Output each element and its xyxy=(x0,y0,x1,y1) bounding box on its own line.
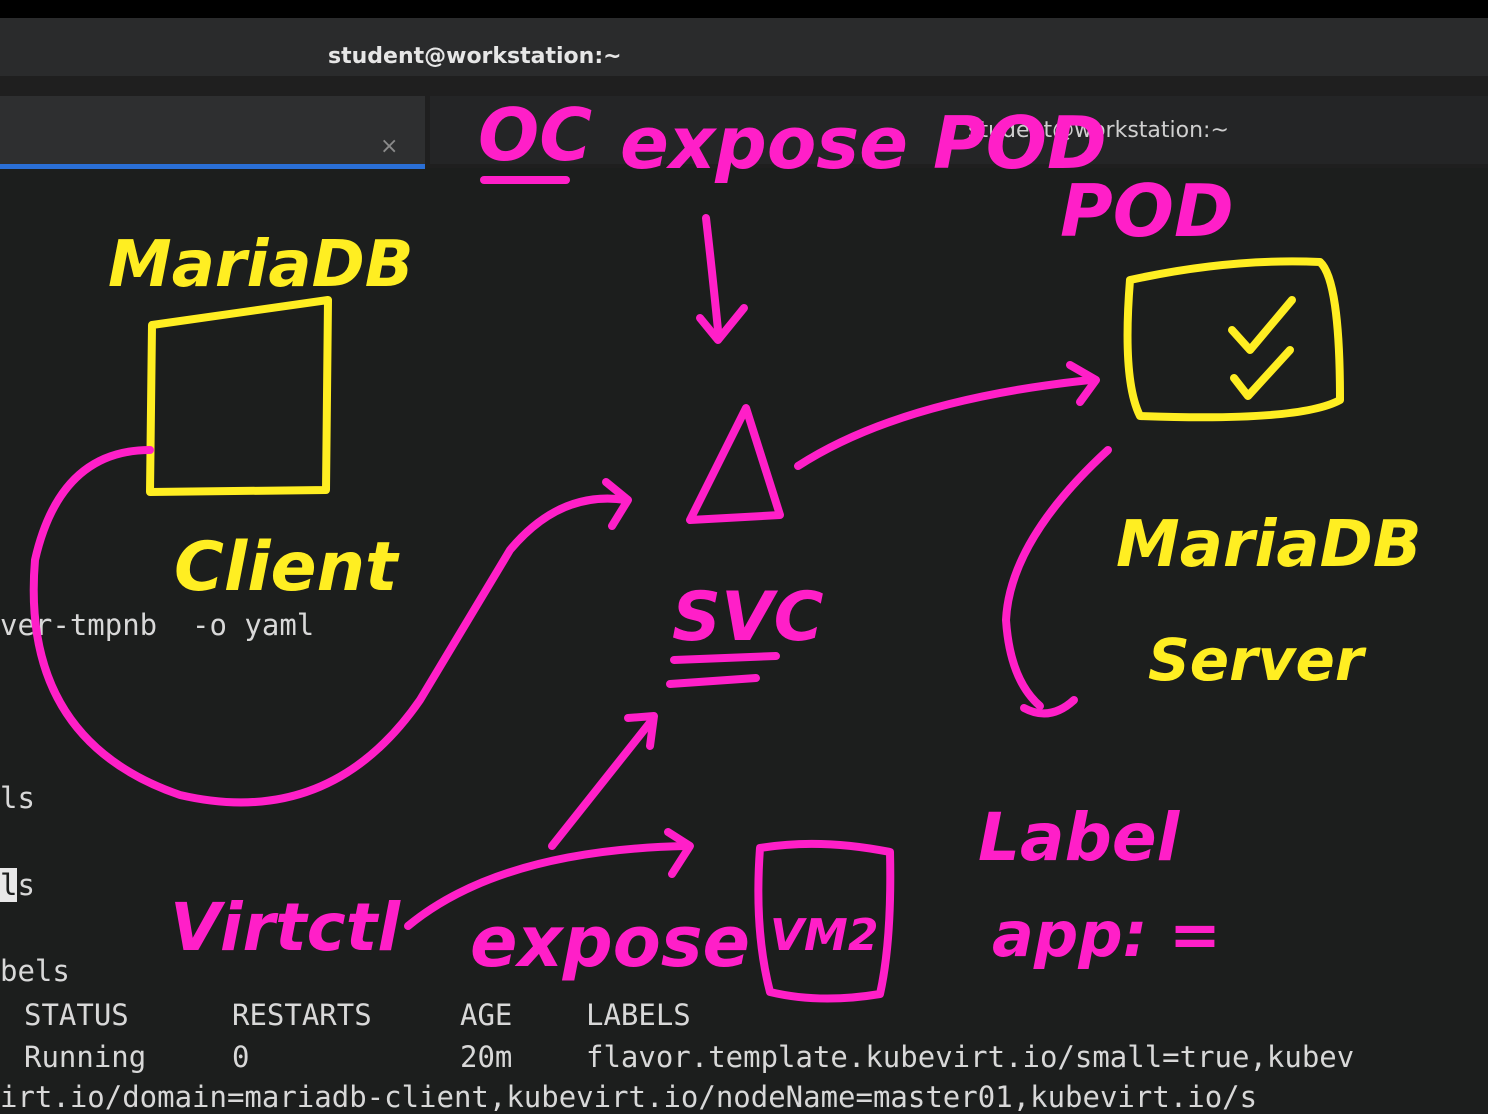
cell-labels: flavor.template.kubevirt.io/small=true,k… xyxy=(586,1040,1355,1074)
tab-title: student@workstation:~ xyxy=(968,118,1229,143)
top-black-bar xyxy=(0,0,1488,18)
cell-age: 20m xyxy=(460,1040,513,1074)
header-status: STATUS xyxy=(24,998,129,1032)
terminal-cursor: l xyxy=(0,868,18,902)
terminal-line-ls-cursor: ls xyxy=(0,868,35,902)
header-restarts: RESTARTS xyxy=(232,998,372,1032)
terminal-output[interactable]: ver-tmpnb -o yaml ls ls bels STATUS REST… xyxy=(0,168,1488,1114)
cell-restarts: 0 xyxy=(232,1040,250,1074)
terminal-text: s xyxy=(17,868,35,902)
tab-bar: × student@workstation:~ xyxy=(0,76,1488,169)
header-age: AGE xyxy=(460,998,513,1032)
close-icon[interactable]: × xyxy=(380,134,399,159)
terminal-line-command: ver-tmpnb -o yaml xyxy=(0,608,315,642)
cell-status: Running xyxy=(24,1040,147,1074)
header-labels: LABELS xyxy=(586,998,691,1032)
tab-active[interactable]: × xyxy=(0,96,425,169)
terminal-line-labels: bels xyxy=(0,954,70,988)
tab-second[interactable]: student@workstation:~ xyxy=(430,96,1488,164)
terminal-line-labels-cont: irt.io/domain=mariadb-client,kubevirt.io… xyxy=(0,1080,1258,1114)
window-title: student@workstation:~ xyxy=(328,44,622,69)
window-titlebar: student@workstation:~ xyxy=(0,18,1488,76)
terminal-line-ls: ls xyxy=(0,781,35,815)
